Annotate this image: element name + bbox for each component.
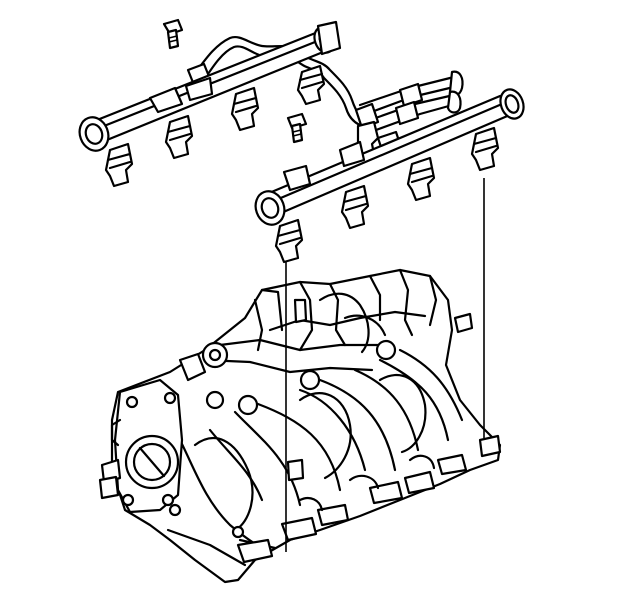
alignment-guide-line xyxy=(285,178,485,552)
lower-fuel-rail xyxy=(254,88,525,226)
fuel-rail-bolt xyxy=(162,18,184,50)
throttle-body xyxy=(98,378,184,514)
fuel-injector xyxy=(274,126,500,264)
fuel-rail-bolt xyxy=(286,112,308,144)
upper-fuel-rail xyxy=(78,20,342,152)
intake-manifold xyxy=(110,268,502,584)
